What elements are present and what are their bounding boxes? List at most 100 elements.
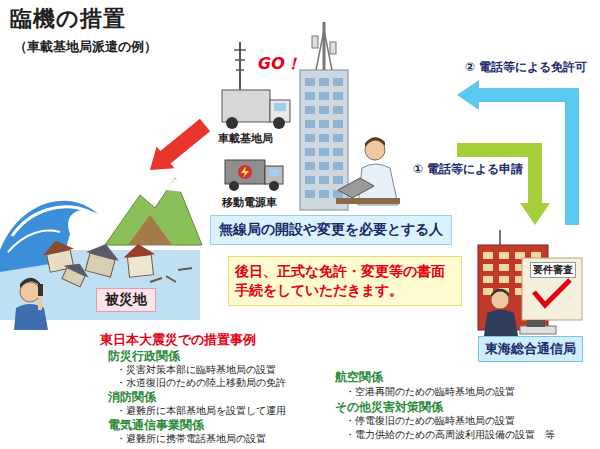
label-item: ・電力供給のための高周波利用設備の設置 等 [345, 428, 555, 442]
office-building-part-part [305, 92, 315, 100]
disaster-scene-part-part [122, 242, 155, 257]
disaster-scene-part-part [86, 240, 122, 261]
office-building-part-part [333, 134, 343, 142]
bureau-area: 東海総合通信局 [468, 225, 592, 363]
applicant-person-part [365, 137, 385, 147]
disaster-area-box: 被災地 [96, 288, 156, 312]
officer-person-part [520, 326, 556, 334]
applicant-person-part [336, 198, 400, 204]
base-station-truck-part [239, 42, 241, 90]
disaster-scene-part-part [63, 258, 92, 278]
edge-label: ② 電話等による免許可 [462, 58, 590, 77]
office-building-part-part [333, 78, 343, 86]
label-cat: 航空関係 [335, 369, 383, 386]
office-building [300, 22, 348, 210]
office-building-part-part [333, 162, 343, 170]
office-building-part-part [319, 106, 329, 114]
bureau-building-part-part [499, 264, 509, 271]
certificate [522, 258, 582, 320]
label-item: ・避難所に携帯電話基地局の設置 [116, 432, 266, 446]
base-station-truck-part [222, 90, 270, 122]
officer-person-part [491, 289, 509, 297]
label-cat: 電気通信事業関係 [108, 417, 204, 434]
label-cat: その他災害対策関係 [335, 399, 443, 416]
edge-label: ① 電話等による申請 [410, 160, 526, 179]
disaster-scene-part [38, 284, 43, 296]
base-station-truck-part [273, 117, 285, 129]
red-arrow [150, 119, 210, 170]
certificate-part [534, 280, 570, 305]
power-supply-truck-part [238, 165, 252, 179]
office-building-part-part [305, 134, 315, 142]
office-building-part-part [319, 78, 329, 86]
applicant-area: 無線局の開設や変更を必要とする人 [205, 55, 457, 247]
label-go: GO！ [258, 54, 301, 75]
base-station-truck-part [274, 103, 286, 111]
office-building-part-part [305, 176, 315, 184]
power-supply-truck-part [225, 160, 265, 184]
label-truck: 車載基地局 [218, 131, 273, 146]
power-supply-truck-part [229, 181, 239, 191]
disaster-scene-part [166, 178, 184, 192]
bureau-building-part-part [483, 252, 493, 259]
office-building-part-part [319, 148, 329, 156]
office-building-part-part [319, 134, 329, 142]
office-building-part-part [333, 92, 343, 100]
disaster-scene-part [128, 215, 172, 245]
applicant-person [336, 137, 400, 205]
power-supply-truck-part [269, 181, 279, 191]
disaster-scene-part [150, 268, 192, 282]
bureau-building-part-part [499, 252, 509, 259]
disaster-scene-part [105, 178, 202, 245]
office-building-part-part [319, 162, 329, 170]
office-building-part-part [333, 176, 343, 184]
office-building-part [305, 78, 343, 198]
bureau-building-part-part [499, 276, 509, 283]
office-building-part-part [305, 190, 315, 198]
node-text: 無線局の開設や変更を必要とする人 [210, 215, 452, 245]
power-supply-truck-part [241, 166, 249, 178]
node-text: 後日、正式な免許・変更等の書面 手続をしていただきます。 [235, 262, 455, 300]
disaster-scene-part [122, 242, 157, 277]
office-building-part [312, 36, 318, 48]
label-tag: 要件審査 [530, 262, 576, 278]
office-building-part-part [305, 148, 315, 156]
label-cat: 防災行政関係 [108, 348, 180, 365]
disaster-scene-part [12, 207, 90, 236]
office-building-part-part [305, 106, 315, 114]
bureau-building-part [499, 230, 501, 245]
office-building-part [330, 42, 336, 54]
diagram-title: 臨機の措置 [10, 4, 126, 34]
base-station-truck-part [234, 50, 246, 70]
office-building-part [323, 22, 326, 70]
label-item: ・水道復旧のための陸上移動局の免許 [116, 376, 286, 390]
office-building-part-part [319, 92, 329, 100]
office-building-part-part [305, 162, 315, 170]
label-sub: （車載基地局派遣の例） [14, 38, 157, 56]
disaster-scene-part [38, 296, 42, 310]
label-item: ・避難所に本部基地局を設置して運用 [116, 404, 286, 418]
disaster-scene-part-part [40, 237, 74, 255]
office-building-part-part [319, 176, 329, 184]
disaster-scene-part-part [127, 255, 153, 277]
disaster-scene-part [0, 201, 98, 272]
office-building-part-part [305, 120, 315, 128]
label-item: ・災害対策本部に臨時基地局の設置 [116, 363, 276, 377]
label-item: ・空港再開のための臨時基地局の設置 [345, 385, 515, 399]
label-item: ・停電復旧のための臨時基地局の設置 [345, 414, 515, 428]
office-building-part-part [333, 120, 343, 128]
node-text: 東海総合通信局 [478, 336, 583, 362]
officer-person-part [527, 320, 545, 327]
base-station-truck-part [226, 117, 238, 129]
label-cat: 消防関係 [108, 389, 156, 406]
label-truck: 移動電源車 [222, 195, 277, 210]
bureau-building-part-part [483, 276, 493, 283]
bureau-building-part-part [483, 264, 493, 271]
node-text: 被災地 [105, 291, 147, 309]
officer-person [484, 289, 556, 336]
disaster-scene-part [14, 304, 48, 330]
disaster-scene-part [20, 278, 40, 288]
officer-person-part [484, 310, 518, 337]
red-arrow-part [150, 119, 210, 170]
